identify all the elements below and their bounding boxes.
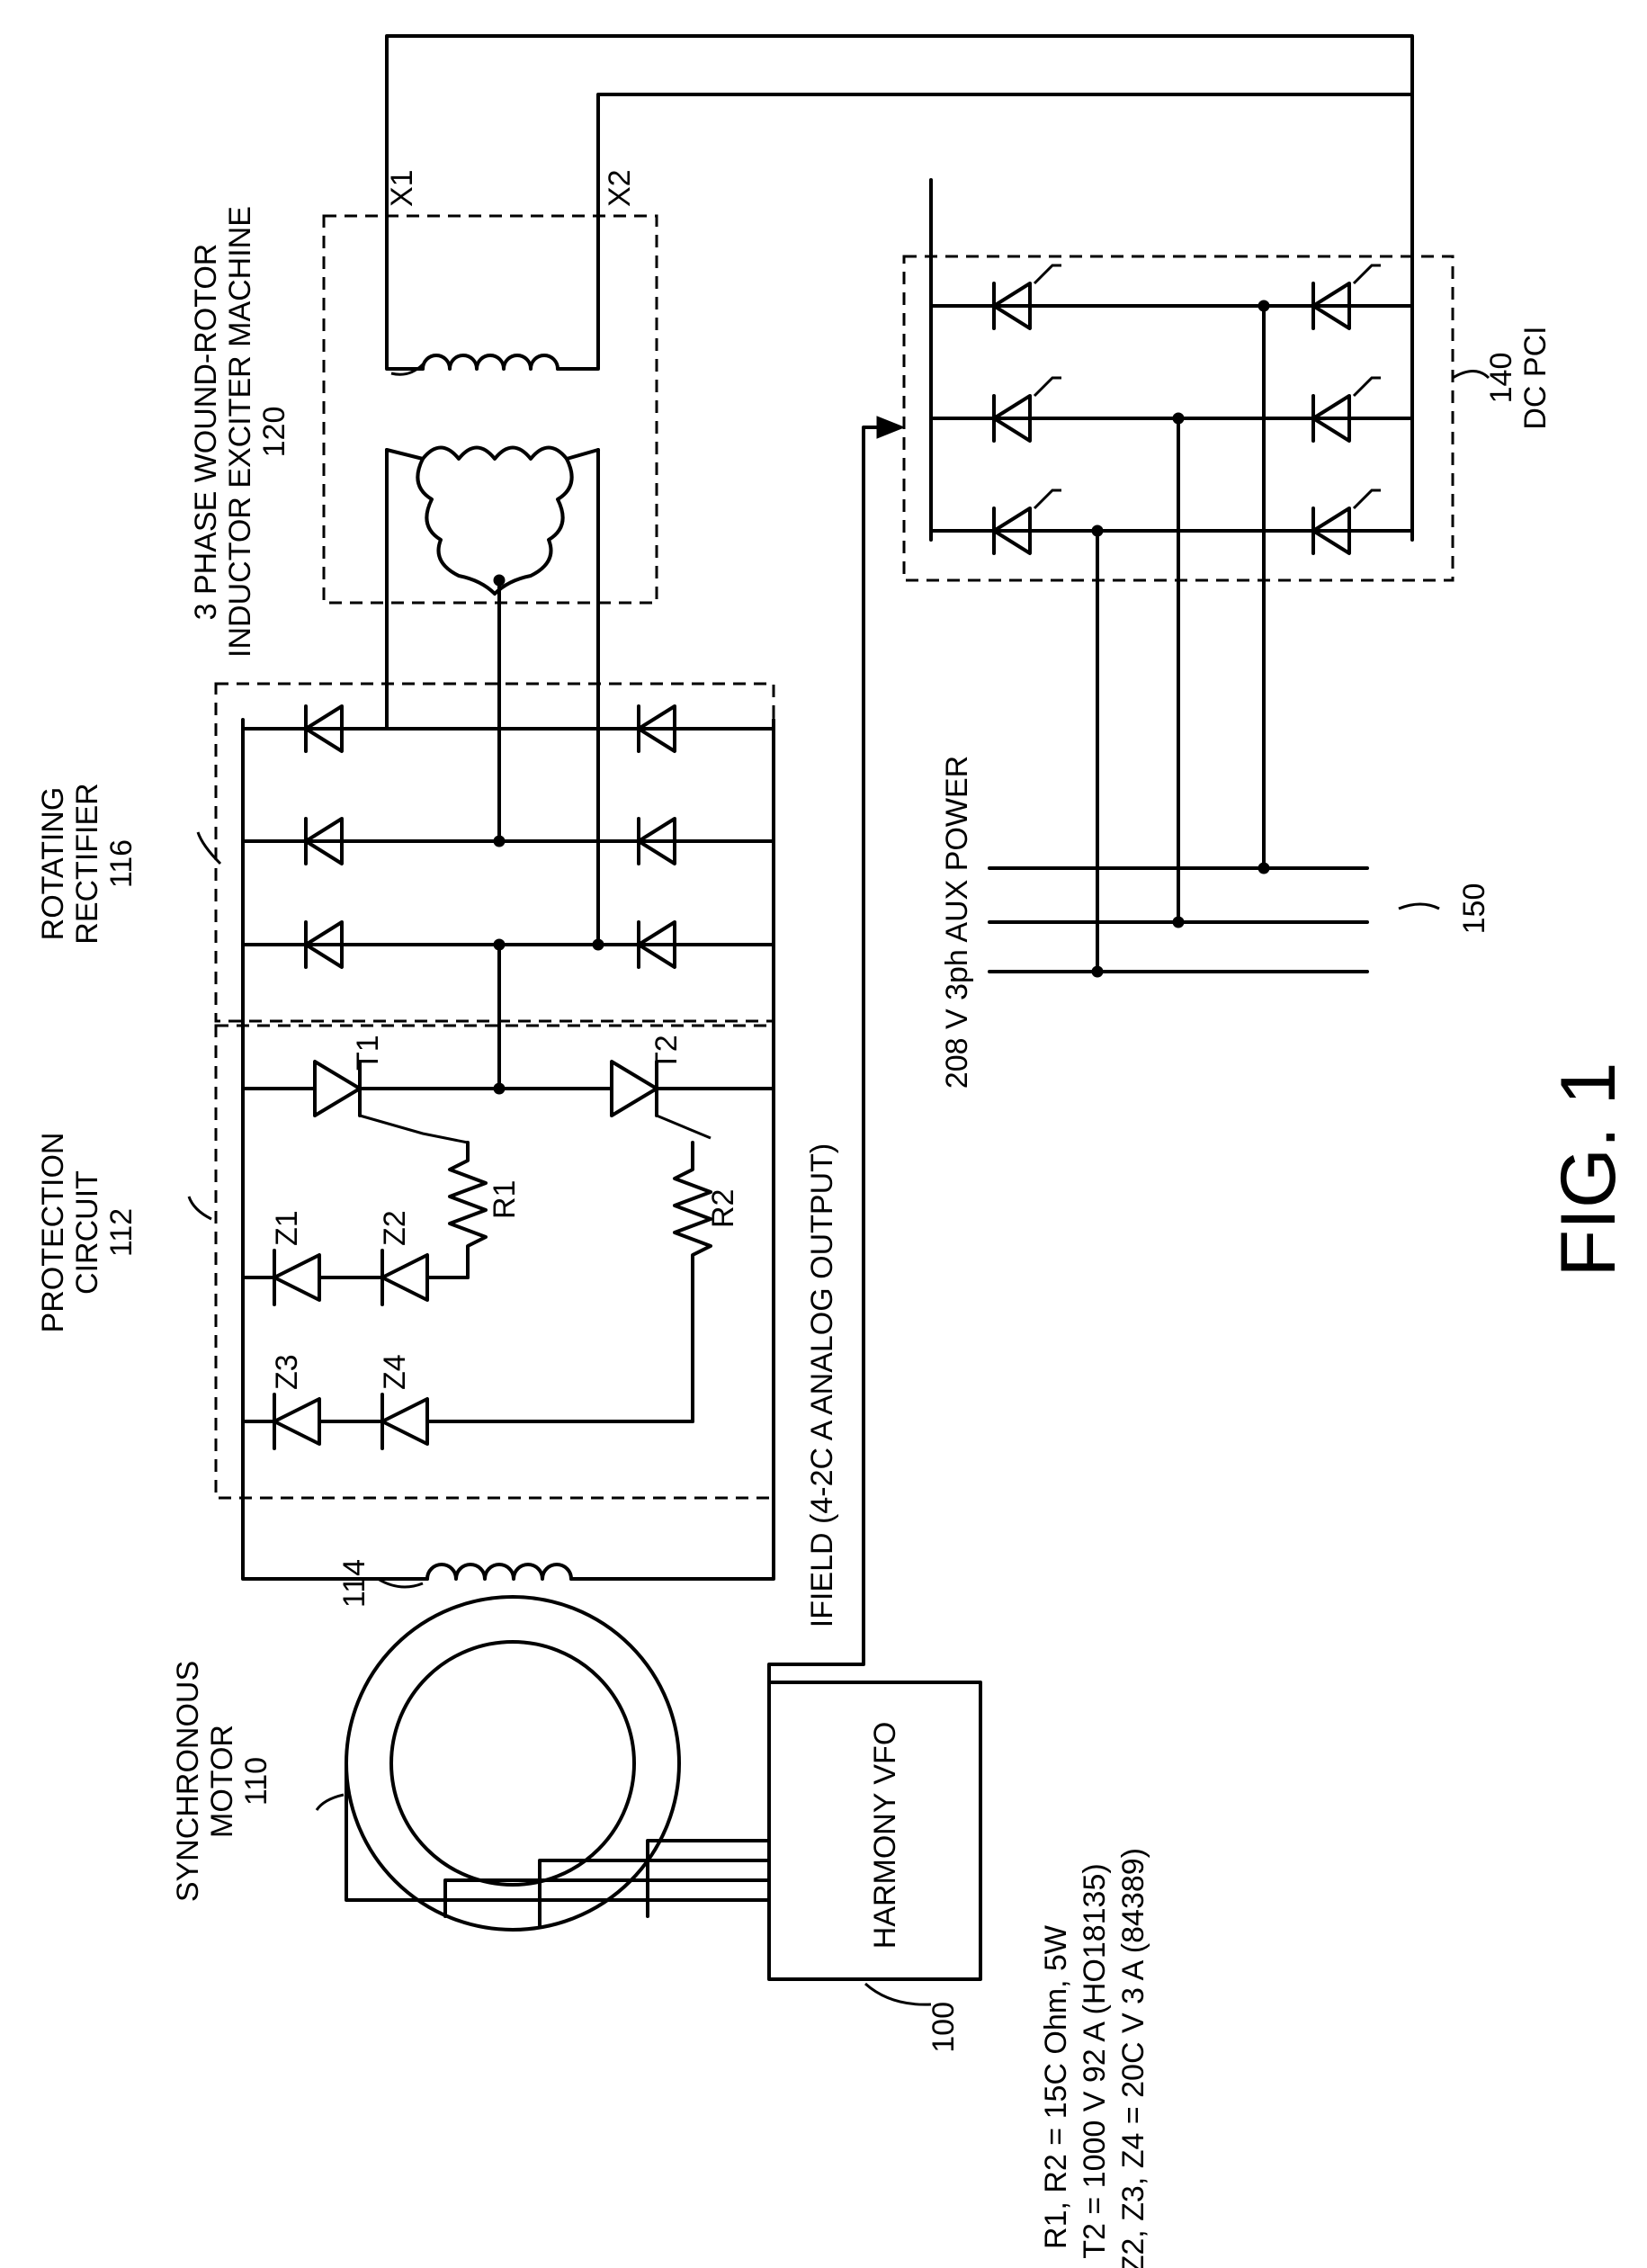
z3-label: Z3 xyxy=(270,1354,304,1390)
figure-label: FIG. 1 xyxy=(1545,1062,1632,1277)
dcpci-label: DC PCI xyxy=(1518,326,1553,429)
rectifier-label-line2: RECTIFIER xyxy=(70,783,104,944)
motor-ref: 110 xyxy=(239,1757,273,1806)
aux-power-ref: 150 xyxy=(1457,883,1491,935)
aux-power xyxy=(988,862,1440,978)
t1-label: T1 xyxy=(351,1035,385,1071)
aux-power-label: 208 V 3ph AUX POWER xyxy=(940,756,974,1089)
harmony-vfd xyxy=(767,1681,982,2006)
exciter-ref: 120 xyxy=(257,407,291,458)
ifield-line xyxy=(862,426,883,1279)
x1-label: X1 xyxy=(385,169,419,207)
exciter-label-line2: INDUCTOR EXCITER MACHINE xyxy=(223,206,257,658)
r2-label: R2 xyxy=(706,1189,740,1228)
dc-pci xyxy=(902,178,1490,973)
exciter-label-line1: 3 PHASE WOUND-ROTOR xyxy=(189,244,223,621)
note-zeners: Z1, Z2, Z3, Z4 = 20C V 3 A (84389) xyxy=(1116,1848,1150,2268)
dcpci-ref: 140 xyxy=(1484,353,1518,404)
z2-label: Z2 xyxy=(378,1210,412,1246)
protection-label-line1: PROTECTION xyxy=(36,1133,70,1333)
protection-circuit xyxy=(187,943,775,1500)
z4-label: Z4 xyxy=(378,1354,412,1390)
motor-label-group: SYNCHRONOUS MOTOR 110 xyxy=(171,1661,273,1902)
protection-label-group: PROTECTION CIRCUIT 112 xyxy=(36,1133,139,1333)
vfd-ref: 100 xyxy=(926,2002,961,2053)
rotating-rectifier xyxy=(196,448,775,1027)
rectifier-label-group: ROTATING RECTIFIER 116 xyxy=(36,783,139,944)
z1-label: Z1 xyxy=(270,1210,304,1246)
x2-label: X2 xyxy=(603,169,637,207)
field-winding-ref: 114 xyxy=(337,1559,371,1608)
note-resistors: R1, R2 = 15C Ohm, 5W xyxy=(1039,1925,1073,2249)
t2-label: T2 xyxy=(649,1035,684,1071)
note-thyristors: T1, T2 = 1000 V 92 A (HO18135) xyxy=(1078,1863,1112,2268)
motor-label-line2: MOTOR xyxy=(205,1725,239,1838)
vfd-label: HARMONY VFO xyxy=(868,1722,902,1950)
rectifier-ref: 116 xyxy=(104,839,139,888)
component-notes: R1, R2 = 15C Ohm, 5W T1, T2 = 1000 V 92 … xyxy=(1039,1848,1150,2268)
exciter-label-group: 3 PHASE WOUND-ROTOR INDUCTOR EXCITER MAC… xyxy=(189,206,291,658)
dcpci-label-group: 140 DC PCI xyxy=(1484,326,1553,429)
r1-label: R1 xyxy=(488,1180,522,1219)
motor-label-line1: SYNCHRONOUS xyxy=(171,1661,205,1902)
synchronous-motor xyxy=(315,1595,771,1932)
rectifier-label-line1: ROTATING xyxy=(36,787,70,941)
ifield-label: IFIELD (4-2C A ANALOG OUTPUT) xyxy=(805,1143,839,1627)
ifield-arrow xyxy=(876,416,906,439)
protection-ref: 112 xyxy=(104,1208,139,1257)
protection-label-line2: CIRCUIT xyxy=(70,1170,104,1295)
exciter-machine xyxy=(322,34,1414,605)
